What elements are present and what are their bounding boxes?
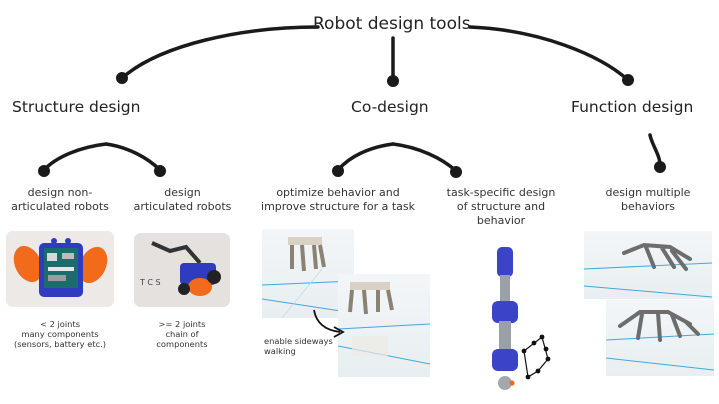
node-function — [622, 74, 634, 86]
gripper-sim-1 — [584, 242, 712, 298]
node-codesign — [387, 75, 399, 87]
articulated-robot-photo: T C S — [134, 233, 230, 307]
robot-board-image — [6, 231, 114, 307]
codesign-heading: Co-design — [351, 98, 429, 116]
connector-root-function — [468, 25, 630, 82]
connector-codesign-right — [391, 142, 458, 173]
node-function-leaf — [654, 161, 666, 173]
node-structure-right — [154, 165, 166, 177]
walker-robot-sim-2 — [338, 282, 430, 365]
sideways-arrow — [313, 309, 345, 338]
connector-function — [648, 133, 662, 167]
node-structure-left — [38, 165, 50, 177]
connector-structure-right — [104, 142, 162, 172]
svg-text:T C S: T C S — [139, 278, 161, 287]
node-codesign-left — [332, 165, 344, 177]
gripper-sim-2 — [606, 310, 714, 371]
simulation-panel-before — [262, 229, 354, 318]
walker-robot-sim-1 — [262, 237, 354, 318]
task-specific-robot-render — [492, 247, 551, 390]
behavior-panel-1 — [584, 231, 712, 299]
node-structure — [116, 72, 128, 84]
diagram-title: Robot design tools — [313, 14, 471, 34]
function-design-heading: Function design — [571, 98, 694, 116]
label-non-articulated: design non-articulated robots — [11, 186, 109, 213]
non-articulated-robot-photo — [6, 231, 114, 307]
connector-root-structure — [120, 25, 320, 80]
simulation-panel-after — [338, 274, 430, 377]
structure-design-heading: Structure design — [12, 98, 141, 116]
robot-arm-image: T C S — [134, 233, 230, 307]
node-codesign-right — [450, 166, 462, 178]
connector-codesign-left — [336, 142, 395, 172]
behavior-panel-2 — [606, 300, 714, 376]
connector-structure-left — [42, 142, 108, 172]
